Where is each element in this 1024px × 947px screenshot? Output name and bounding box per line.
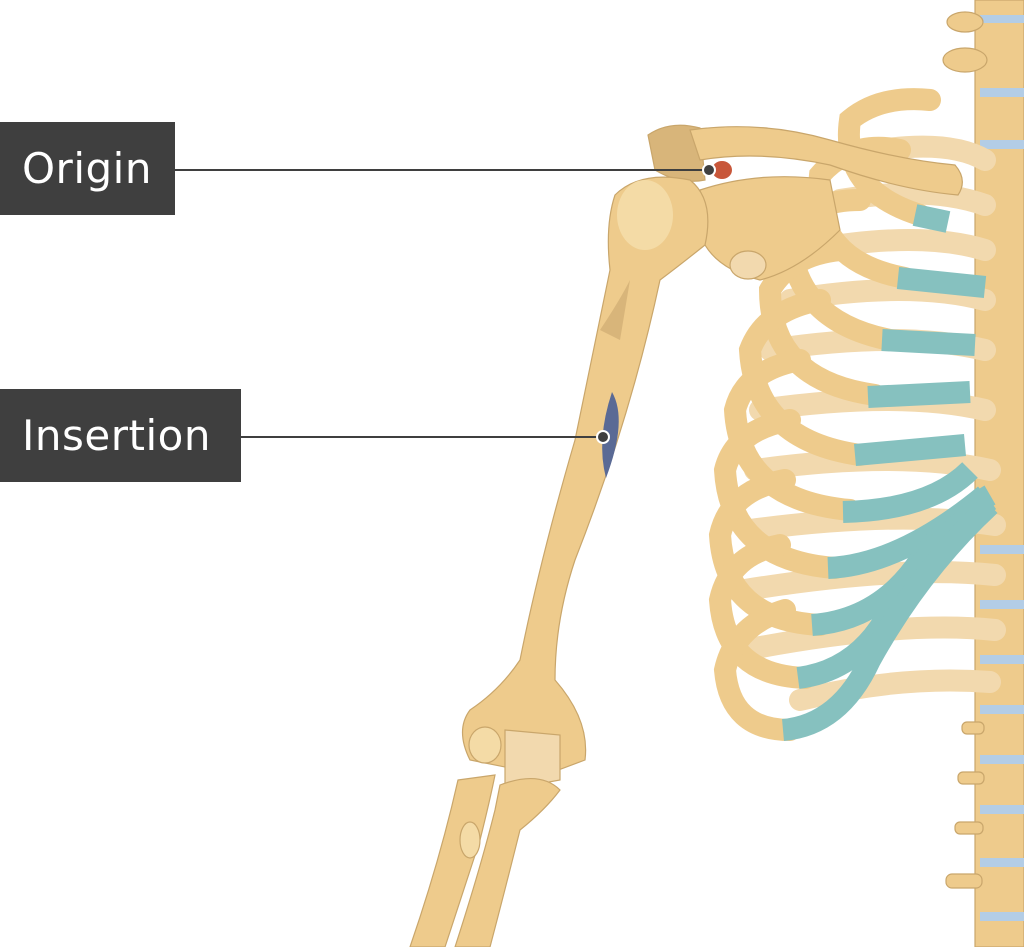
forearm-bones <box>409 774 561 947</box>
origin-label: Origin <box>0 122 175 215</box>
insertion-label: Insertion <box>0 389 241 482</box>
insertion-pointer-dot <box>596 430 610 444</box>
insertion-marker <box>602 392 619 478</box>
humerus <box>461 176 709 791</box>
origin-pointer-dot <box>702 163 716 177</box>
costal-cartilage <box>781 204 998 741</box>
clavicle <box>689 126 963 196</box>
scapula <box>699 176 841 281</box>
origin-marker <box>712 161 732 179</box>
acromion <box>647 124 706 182</box>
